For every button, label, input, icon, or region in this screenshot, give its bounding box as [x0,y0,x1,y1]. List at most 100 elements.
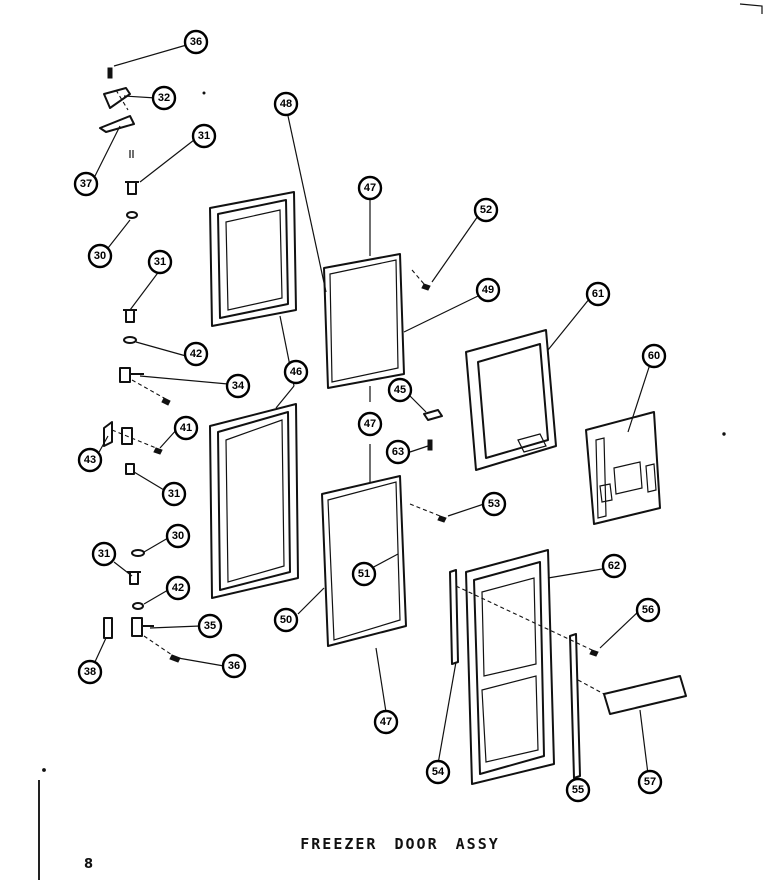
lower-door-panel [209,403,299,599]
gasket-clip-45 [423,409,443,451]
callout-49: 49 [475,277,501,303]
callout-55: 55 [565,777,591,803]
svg-text:46: 46 [290,366,302,378]
callout-56: 56 [635,597,661,623]
lower-inner-liner-62 [465,549,555,785]
svg-text:31: 31 [154,256,166,268]
svg-text:45: 45 [394,384,406,396]
screw-36b [169,654,181,663]
callout-50: 50 [273,607,299,633]
callout-61: 61 [585,281,611,307]
bushing-31c [127,571,141,585]
screw-53 [437,515,447,523]
svg-text:42: 42 [190,348,202,360]
binding-margin-line [38,780,40,880]
svg-text:43: 43 [84,454,96,466]
top-hinge-bracket [103,87,131,109]
lower-gasket [321,475,407,647]
svg-text:47: 47 [380,716,392,728]
svg-text:31: 31 [98,548,110,560]
callout-57: 57 [637,769,663,795]
callout-60: 60 [641,343,667,369]
washer-42b [132,602,144,610]
callout-31-lower: 31 [161,481,187,507]
svg-text:31: 31 [198,130,210,142]
ice-bucket-assembly-60 [585,411,661,525]
scan-specks [42,3,763,772]
svg-text:56: 56 [642,604,654,616]
callout-53: 53 [481,491,507,517]
mid-washer [123,336,137,344]
svg-text:52: 52 [480,204,492,216]
callout-31-bottom: 31 [91,541,117,567]
upper-gasket [323,253,405,389]
callout-48: 48 [273,91,299,117]
svg-text:53: 53 [488,498,500,510]
svg-text:37: 37 [80,178,92,190]
side-rail-54 [449,569,459,665]
bushing-top [125,181,139,195]
svg-text:36: 36 [190,36,202,48]
svg-text:55: 55 [572,784,584,796]
callout-42-bottom: 42 [165,575,191,601]
callout-62: 62 [601,553,627,579]
screw-52 [421,283,431,291]
bottom-hinge-hardware [103,549,181,663]
callout-38: 38 [77,659,103,685]
svg-text:60: 60 [648,350,660,362]
callout-34: 34 [225,373,251,399]
mid-hinge-bracket [119,367,144,383]
callout-47-top: 47 [357,175,383,201]
callout-63: 63 [385,439,411,465]
screw-41 [153,447,163,455]
svg-text:38: 38 [84,666,96,678]
middle-hinge-hardware [103,309,171,475]
svg-text:30: 30 [94,250,106,262]
bottom-hinge-35 [131,617,154,637]
svg-text:49: 49 [482,284,494,296]
callout-30-lower: 30 [165,523,191,549]
mid-screw [161,397,171,406]
mid-bushing [123,309,137,323]
callout-52: 52 [473,197,499,223]
callout-46: 46 [283,359,309,385]
svg-text:34: 34 [232,380,245,392]
side-rail-55 [569,633,581,779]
svg-text:47: 47 [364,418,376,430]
cap-38 [103,617,113,639]
svg-text:51: 51 [358,568,370,580]
callout-31-top: 31 [191,123,217,149]
hinge-plate-43 [103,421,113,447]
callout-43: 43 [77,447,103,473]
callout-36-bottom: 36 [221,653,247,679]
callout-30-top: 30 [87,243,113,269]
svg-text:48: 48 [280,98,292,110]
screw-56 [589,649,599,657]
svg-text:54: 54 [432,766,445,778]
washer-30b [131,549,145,557]
callout-35: 35 [197,613,223,639]
svg-text:42: 42 [172,582,184,594]
page-number: 8 [84,857,94,872]
svg-text:63: 63 [392,446,404,458]
hinge-plate-41 [121,427,133,445]
callout-41: 41 [173,415,199,441]
svg-text:35: 35 [204,620,216,632]
top-screw [107,67,113,79]
callout-31-mid: 31 [147,249,173,275]
callout-36-top: 36 [183,29,209,55]
top-hinge-hardware [99,67,139,219]
svg-text:31: 31 [168,488,180,500]
upper-inner-liner-61 [465,329,557,471]
callout-45: 45 [387,377,413,403]
hinge-cover [99,115,135,133]
svg-text:61: 61 [592,288,604,300]
svg-text:57: 57 [644,776,656,788]
callout-37: 37 [73,171,99,197]
svg-text:50: 50 [280,614,292,626]
callout-47-bottom: 47 [373,709,399,735]
leader-lines [93,43,653,783]
bushing-31b [125,463,135,475]
